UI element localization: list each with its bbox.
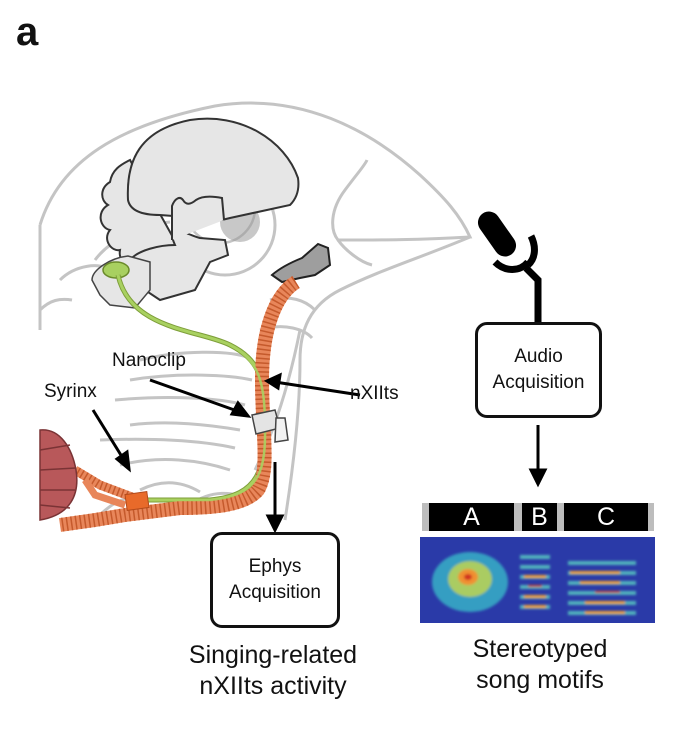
spectrogram (420, 537, 655, 623)
tongue-muscle (270, 242, 332, 284)
ephys-box-line2: Acquisition (229, 582, 321, 603)
audio-acquisition-box: Audio Acquisition (475, 322, 602, 418)
ephys-caption: Singing-related nXIIts activity (168, 640, 378, 702)
song-caption: Stereotyped song motifs (440, 634, 640, 696)
nxiits-nucleus (102, 261, 130, 279)
bird-head-outline (38, 101, 473, 521)
brain-illustration (99, 117, 300, 302)
motif-bar: A B C (422, 503, 654, 531)
motif-segment-b: B (522, 503, 557, 531)
song-caption-line1: Stereotyped (472, 635, 608, 663)
nanoclip-device (251, 409, 289, 443)
label-nxiits: nXIIts (350, 383, 399, 404)
annotation-arrows (91, 372, 548, 534)
hypoglossal-nerve (59, 274, 301, 532)
motif-segment-a: A (429, 503, 514, 531)
ephys-caption-line2: nXIIts activity (199, 672, 347, 700)
label-nanoclip: Nanoclip (112, 350, 186, 371)
song-caption-line2: song motifs (476, 666, 604, 694)
label-syrinx: Syrinx (44, 381, 97, 402)
panel-label: a (16, 10, 39, 54)
motif-segment-c: C (564, 503, 648, 531)
audio-box-line2: Acquisition (492, 372, 585, 393)
ephys-acquisition-box: Ephys Acquisition (210, 532, 340, 628)
microphone-icon (477, 211, 542, 322)
syrinx-muscle (39, 429, 78, 521)
ephys-caption-line1: Singing-related (188, 641, 358, 669)
audio-box-line1: Audio (514, 346, 563, 367)
ephys-box-line1: Ephys (248, 556, 302, 577)
